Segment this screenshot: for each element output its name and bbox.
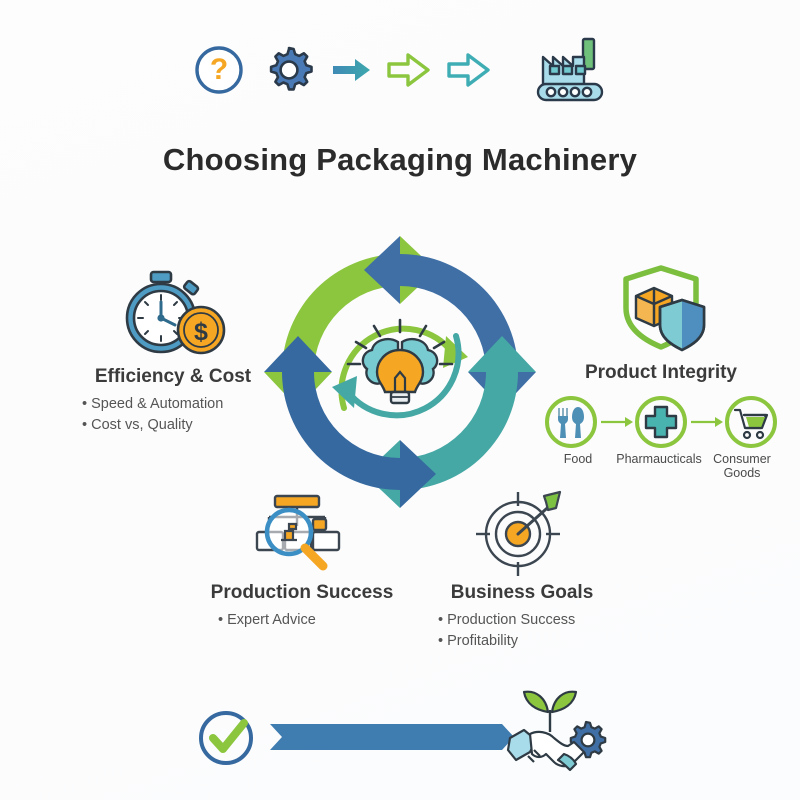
- shopping-cart-icon: [733, 408, 769, 440]
- lightbulb-filament: [393, 370, 407, 392]
- block-heading-production: Production Success: [210, 582, 394, 603]
- cycle-arrow-bottom-left: [264, 336, 436, 508]
- bullet-list-goals: Production Success Profitability: [438, 610, 636, 652]
- svg-text:?: ?: [210, 53, 228, 86]
- header-icon-strip: ?: [0, 28, 800, 112]
- handshake-plant-gear-icon: [506, 690, 607, 772]
- chain-node-consumer-goods: [723, 394, 779, 450]
- magnifier-orgchart-icon: [192, 492, 412, 576]
- product-chain: [536, 394, 786, 450]
- block-product-integrity: Product Integrity: [536, 262, 786, 481]
- list-item: Speed & Automation: [82, 394, 298, 415]
- block-efficiency-cost: $ Efficiency & Cost Speed & Automation C…: [48, 268, 298, 436]
- chain-label-pharmaceuticals: Pharmaucticals: [616, 452, 702, 466]
- chain-arrow-2: [691, 417, 723, 427]
- arrow-fletching: [542, 490, 562, 512]
- check-circle-icon: [199, 711, 253, 765]
- cutlery-icon: [558, 407, 584, 438]
- medical-cross-icon: [644, 405, 678, 439]
- bullet-list-efficiency: Speed & Automation Cost vs, Quality: [82, 394, 298, 436]
- factory-icon: [533, 35, 609, 105]
- product-chain-labels: Food Pharmaucticals Consumer Goods: [536, 452, 786, 481]
- gear-icon: [261, 42, 317, 98]
- target-arrow-icon: [408, 488, 636, 576]
- banner-ribbon: [270, 724, 514, 750]
- chain-node-food: [543, 394, 599, 450]
- list-item: Profitability: [438, 631, 636, 652]
- block-heading-goals: Business Goals: [450, 582, 594, 603]
- cycle-inner-arrowhead-teal: [332, 376, 357, 408]
- chevron-right-green-icon: [387, 49, 433, 91]
- list-item: Cost vs, Quality: [82, 415, 298, 436]
- inner-shield: [658, 298, 706, 352]
- bottom-banner: [186, 672, 616, 792]
- cycle-inner-arrowhead-green: [443, 336, 468, 368]
- page-title: Choosing Packaging Machinery: [162, 142, 638, 177]
- block-production-success: Production Success Expert Advice: [192, 492, 412, 631]
- block-business-goals: Business Goals Production Success Profit…: [408, 488, 636, 652]
- block-heading-integrity: Product Integrity: [584, 362, 737, 383]
- chain-label-food: Food: [563, 452, 593, 466]
- question-mark-circle-icon: ?: [191, 42, 247, 98]
- chain-node-pharmaceuticals: [633, 394, 689, 450]
- list-item: Expert Advice: [218, 610, 412, 631]
- svg-text:$: $: [194, 318, 208, 346]
- stopwatch-coin-icon: $: [48, 268, 298, 360]
- chevron-right-teal-icon: [447, 49, 493, 91]
- brain-lightbulb-icon: [346, 318, 454, 405]
- central-cycle-diagram: [246, 218, 554, 526]
- chain-arrow-1: [601, 417, 633, 427]
- arrow-right-solid-icon: [331, 50, 373, 90]
- list-item: Production Success: [438, 610, 636, 631]
- shield-package-icon: [536, 262, 786, 354]
- magnifier: [264, 507, 328, 571]
- chain-label-consumer-goods: Consumer Goods: [713, 452, 771, 481]
- cycle-inner-arrow-teal: [345, 333, 462, 419]
- dollar-coin-icon: $: [176, 305, 226, 355]
- block-heading-efficiency: Efficiency & Cost: [94, 366, 252, 387]
- bullet-list-production: Expert Advice: [218, 610, 412, 631]
